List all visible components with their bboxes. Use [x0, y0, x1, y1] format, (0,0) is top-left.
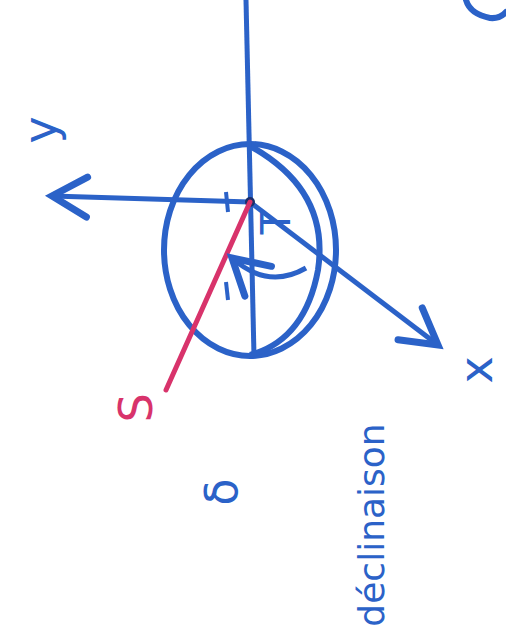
point-label: T: [256, 210, 296, 234]
sun-direction-line: [166, 202, 250, 390]
y-axis-arrow: [52, 196, 250, 202]
angle-symbol: δ: [200, 479, 244, 506]
hidden-mark: [226, 282, 228, 300]
sun-label: S: [113, 393, 159, 422]
axis-label: x: [453, 356, 499, 383]
angle-name: déclinaison: [354, 423, 390, 626]
fragment-stroke: [466, 0, 506, 18]
polar-axis: [246, 0, 254, 356]
meridian-curve: [250, 146, 320, 355]
x-axis-arrow: [250, 202, 438, 345]
declination-arc: [232, 258, 306, 277]
axis-label: y: [17, 116, 63, 143]
